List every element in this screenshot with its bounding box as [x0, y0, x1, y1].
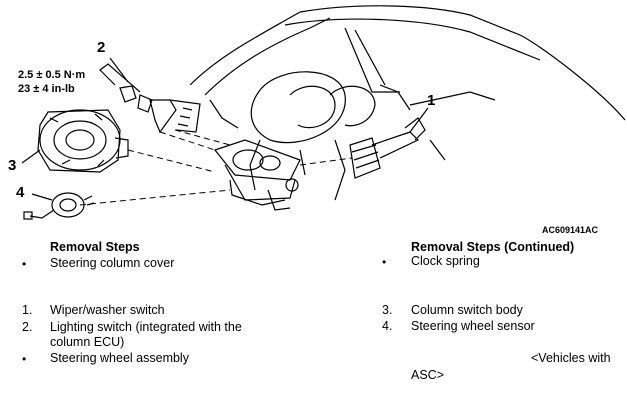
step-note-asc: ASC> — [411, 368, 445, 382]
torque-spec-metric: 2.5 ± 0.5 N·m — [18, 69, 86, 81]
step-marker-4: 4. — [382, 319, 393, 333]
step-note-vehicles-with: <Vehicles with — [531, 351, 611, 365]
figure-id: AC609141AC — [542, 225, 599, 235]
steering-wheel-sensor-drawing — [23, 192, 95, 220]
step-marker-bullet: • — [22, 352, 27, 366]
step-lighting-switch-line2: column ECU) — [50, 335, 125, 349]
step-marker-bullet: • — [22, 257, 27, 271]
step-marker-1: 1. — [22, 303, 33, 317]
removal-steps-continued-heading: Removal Steps (Continued) — [411, 240, 575, 254]
assembly-lines — [79, 129, 353, 206]
step-marker-bullet: • — [382, 255, 387, 269]
step-clock-spring: Clock spring — [411, 254, 480, 268]
removal-steps-heading: Removal Steps — [50, 240, 140, 254]
wiper-washer-switch-drawing — [349, 107, 429, 179]
callout-2: 2 — [97, 39, 106, 56]
step-wiper-washer-switch: Wiper/washer switch — [50, 303, 165, 317]
step-steering-wheel-sensor: Steering wheel sensor — [411, 319, 535, 333]
step-lighting-switch-line1: Lighting switch (integrated with the — [50, 320, 242, 334]
torque-spec-imperial: 23 ± 4 in-lb — [18, 83, 75, 95]
step-steering-column-cover: Steering column cover — [50, 256, 175, 270]
steering-column — [213, 139, 301, 211]
lighting-switch-drawing — [99, 57, 201, 134]
torque-spec: 2.5 ± 0.5 N·m 23 ± 4 in-lb — [18, 68, 85, 96]
column-switch-body-drawing — [21, 109, 129, 173]
callout-4: 4 — [16, 184, 25, 201]
exploded-view-diagram — [21, 5, 626, 220]
instrument-panel-outline — [189, 5, 626, 201]
step-lighting-switch: Lighting switch (integrated with the col… — [50, 320, 280, 350]
callout-3: 3 — [8, 157, 17, 174]
step-marker-2: 2. — [22, 320, 33, 334]
step-marker-3: 3. — [382, 303, 393, 317]
step-steering-wheel-assembly: Steering wheel assembly — [50, 351, 189, 365]
callout-1: 1 — [427, 92, 436, 109]
step-column-switch-body: Column switch body — [411, 303, 523, 317]
